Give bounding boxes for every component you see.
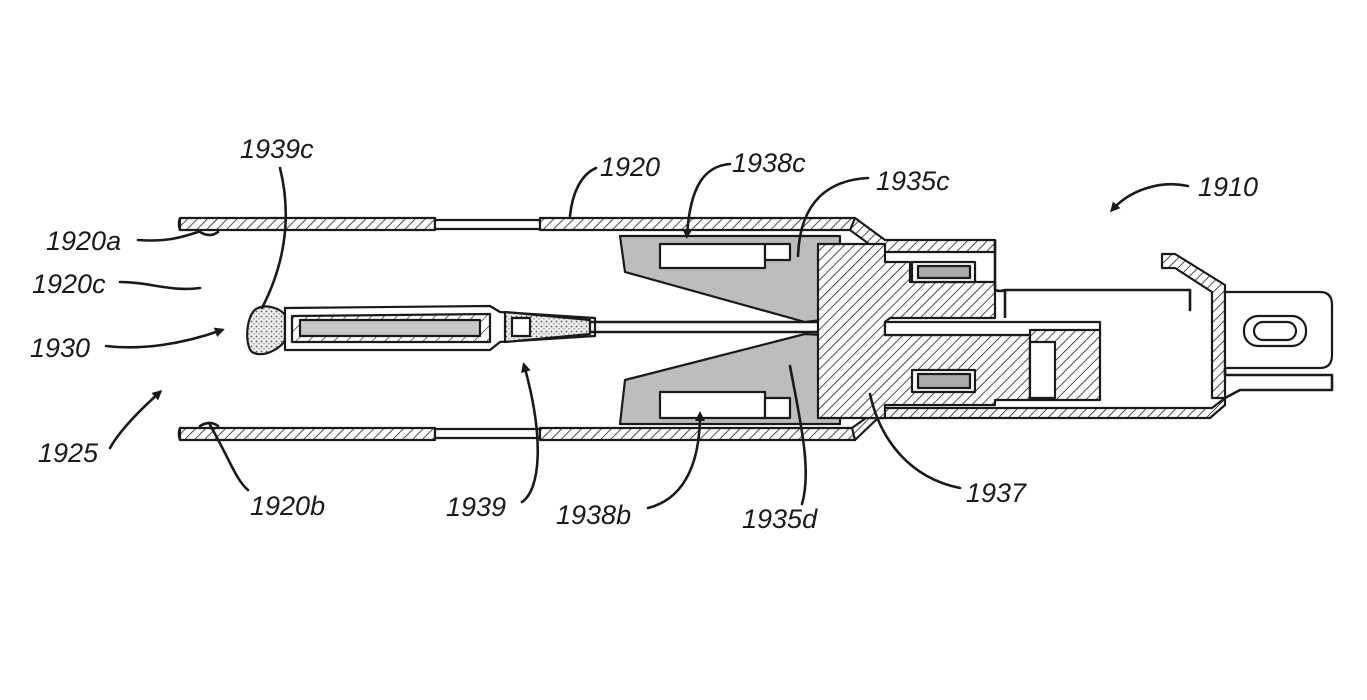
label-1935c: 1935c [876, 166, 950, 196]
pin-assembly-1939 [246, 304, 822, 356]
label-1939c: 1939c [240, 134, 314, 164]
connector-1910 [993, 240, 1334, 400]
label-1925: 1925 [38, 438, 99, 468]
label-1920: 1920 [600, 152, 660, 182]
label-1920c: 1920c [32, 269, 106, 299]
label-1937: 1937 [966, 478, 1027, 508]
label-1938b: 1938b [556, 500, 631, 530]
label-1910: 1910 [1198, 172, 1258, 202]
spring-contacts-1938 [618, 234, 842, 426]
label-1920b: 1920b [250, 491, 325, 521]
plug-body-1937 [816, 242, 1102, 420]
leader-lines [104, 162, 1190, 510]
label-1938c: 1938c [732, 148, 806, 178]
label-1930: 1930 [30, 333, 90, 363]
label-1920a: 1920a [46, 226, 121, 256]
label-1939: 1939 [446, 492, 506, 522]
reference-labels: 1910 1920 1920a 1920b 1920c 1925 1930 19… [30, 134, 1258, 534]
label-1935d: 1935d [742, 504, 818, 534]
